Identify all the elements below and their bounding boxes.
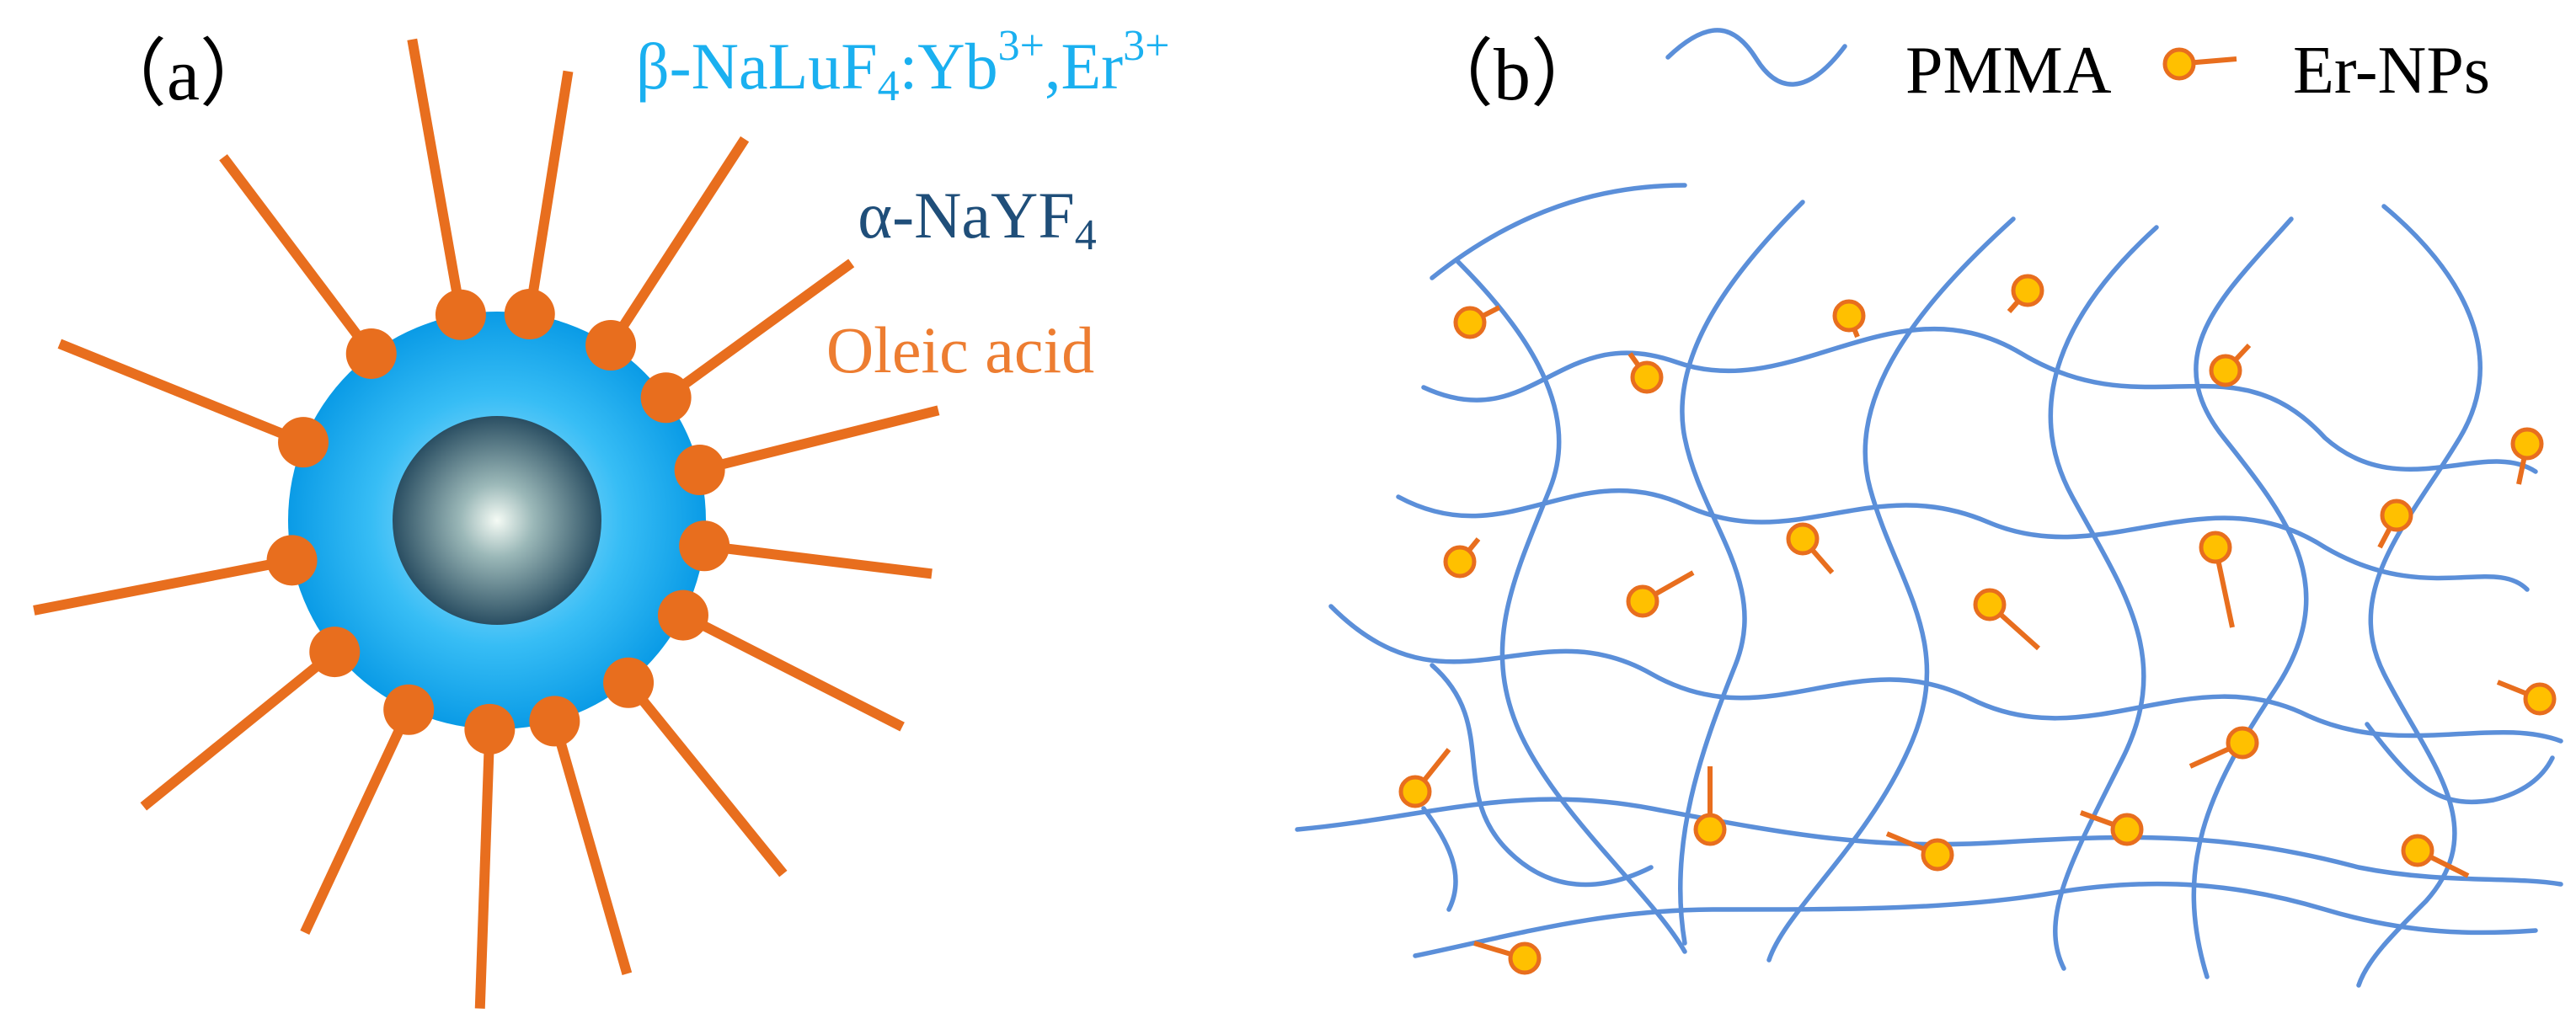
- pmma-chain: [1396, 488, 2530, 592]
- oleic-acid-head: [435, 289, 486, 340]
- pmma-chain: [1421, 327, 2538, 474]
- oleic-acid-head: [464, 703, 516, 755]
- oleic-acid-head: [640, 372, 692, 424]
- er-np-particle: [1786, 522, 1820, 556]
- pmma-chain: [1430, 663, 1654, 888]
- er-np-particle: [1832, 299, 1866, 333]
- oleic-acid-head: [529, 696, 580, 747]
- er-np-particles: [1398, 274, 2557, 975]
- oleic-acid-head: [674, 445, 725, 496]
- ligand-heads: [266, 289, 730, 755]
- er-np-legend-label: Er-NPs: [2293, 34, 2490, 108]
- oleic-acid-tail: [57, 339, 306, 447]
- legend-text-part: Oleic acid: [826, 313, 1094, 387]
- legend-text-part: ,Er: [1045, 29, 1123, 103]
- er-np-particle: [2209, 354, 2242, 387]
- oleic-acid-tail: [624, 679, 788, 877]
- er-np-particle: [1443, 545, 1477, 579]
- legend-text-part: α-NaYF: [858, 179, 1075, 252]
- oleic-acid-head: [657, 589, 708, 641]
- oleic-acid-head: [603, 657, 655, 708]
- pmma-chain: [1766, 216, 2016, 963]
- panel-b-label: （b）: [1419, 35, 1605, 116]
- pmma-chain: [2356, 204, 2482, 988]
- legend-text-part: :Yb: [900, 29, 998, 103]
- legend-text-part: 3+: [998, 22, 1045, 70]
- er-np-particle: [1398, 775, 1432, 808]
- oleic-acid-tail: [474, 728, 495, 1009]
- er-np-legend-swatch: [2162, 47, 2237, 81]
- er-np-particle: [1508, 941, 1542, 975]
- oleic-acid-head: [679, 520, 730, 572]
- er-np-particle: [1453, 306, 1487, 339]
- oleic-acid-ligands: [33, 38, 940, 1009]
- er-np-particle: [2401, 834, 2434, 867]
- pmma-chain: [1413, 881, 2538, 958]
- pmma-chain: [1421, 806, 1458, 912]
- er-np-particle: [1921, 838, 1954, 872]
- er-np-particle: [2110, 813, 2144, 846]
- oleic-acid-tail: [33, 555, 293, 616]
- oleic-acid-head: [345, 328, 397, 379]
- panel-b: （b） PMMA Er-NPs: [1295, 28, 2563, 988]
- er-np-particle: [2011, 274, 2044, 307]
- pmma-chain-network: [1295, 183, 2563, 988]
- er-np-particle: [1626, 584, 1659, 618]
- panel-a-label: （a）: [93, 35, 274, 116]
- oleic-acid-head: [383, 684, 435, 735]
- pmma-legend-label: PMMA: [1905, 34, 2112, 108]
- pmma-chain: [1328, 604, 2563, 744]
- legend-core-label: α-NaYF4​: [858, 179, 1097, 259]
- oleic-acid-head: [266, 535, 318, 586]
- er-np-particle: [2380, 499, 2413, 532]
- er-np-particle: [1693, 813, 1727, 846]
- oleic-acid-tail: [607, 136, 750, 349]
- er-np-particle: [1630, 360, 1664, 394]
- pmma-chain: [2191, 216, 2309, 979]
- oleic-acid-head: [309, 627, 361, 678]
- legend-ligand-label: Oleic acid: [826, 313, 1094, 387]
- legend-text-part: 3+: [1123, 22, 1169, 70]
- oleic-acid-tail: [524, 70, 574, 315]
- pmma-chain: [2365, 722, 2555, 805]
- er-np-particle: [2510, 427, 2544, 461]
- oleic-acid-tail: [663, 259, 855, 403]
- oleic-acid-tail: [549, 719, 633, 975]
- oleic-acid-tail: [681, 611, 905, 732]
- pmma-chain: [1430, 183, 1687, 280]
- er-np-particle: [2199, 531, 2232, 564]
- pmma-chain: [1295, 797, 2563, 887]
- oleic-acid-tail: [300, 707, 414, 935]
- oleic-acid-tail: [140, 648, 339, 811]
- er-np-particle: [2523, 682, 2557, 716]
- oleic-acid-tail: [407, 38, 466, 316]
- oleic-acid-head: [278, 417, 329, 468]
- legend-text-part: 4: [878, 62, 900, 110]
- pmma-chain: [1455, 259, 1687, 954]
- legend-text-part: β-NaLuF: [636, 29, 878, 103]
- legend-text-part: 4: [1075, 211, 1097, 259]
- er-np-particle: [1973, 588, 2007, 621]
- legend-shell-label: β-NaLuF4​:Yb3+​,Er3+​: [636, 22, 1169, 110]
- pmma-chain: [1678, 200, 1805, 946]
- oleic-acid-tail: [698, 405, 940, 475]
- oleic-acid-head: [585, 320, 637, 371]
- er-np-particle: [2226, 726, 2259, 760]
- nanoparticle-core: [393, 416, 601, 625]
- oleic-acid-tail: [219, 154, 376, 357]
- pmma-legend-swatch: [1665, 28, 1847, 87]
- pmma-chain: [2048, 225, 2159, 971]
- oleic-acid-tail: [703, 541, 933, 579]
- oleic-acid-head: [504, 289, 555, 340]
- panel-a: （a） β-NaLuF4​:Yb3+​,Er3+​ α-NaYF4​ Oleic…: [33, 22, 1169, 1009]
